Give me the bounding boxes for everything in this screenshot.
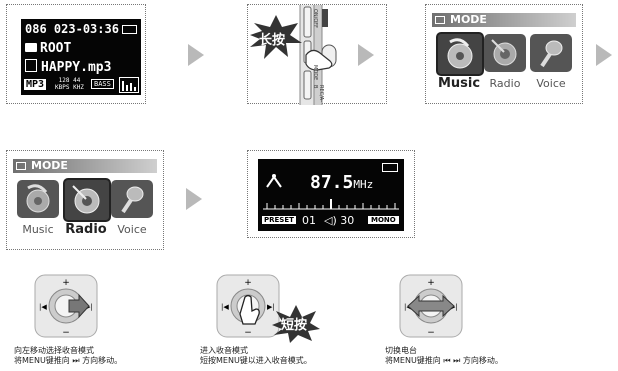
radio-lcd: 87.5MHz PRESET 01 ◁) 30 MONO: [258, 159, 404, 231]
mode-title: MODE: [31, 159, 68, 172]
joystick-push-right: + − |◀ ▶|: [34, 274, 98, 338]
radio-icon: [491, 39, 517, 66]
flow-arrow: [596, 44, 612, 66]
folder-name: ROOT: [40, 41, 72, 56]
voice-tile[interactable]: [111, 180, 153, 218]
mode-screen-radio: MODE Music Radio Voice: [13, 159, 157, 243]
svg-text:+: +: [244, 278, 252, 288]
svg-text:▶|: ▶|: [85, 303, 93, 311]
radio-icon: [72, 185, 100, 214]
bass-badge: BASS: [91, 79, 114, 89]
music-tile[interactable]: [436, 32, 484, 76]
frequency-unit: MHz: [353, 178, 374, 191]
mode-screen-music: MODE Music Radio Voice: [432, 13, 576, 97]
mode-title: MODE: [450, 13, 487, 26]
microphone-icon: [540, 40, 563, 68]
battery-icon: [122, 25, 137, 34]
mode-label-voice: Voice: [117, 223, 147, 236]
side-label-mode: MODE: [312, 65, 318, 81]
mode-screen-radio-panel: MODE Music Radio Voice: [6, 150, 164, 250]
time-display: 023-03:36: [53, 22, 119, 36]
format-badge: MP3: [24, 79, 47, 90]
long-press-label: 长按: [259, 33, 286, 48]
svg-text:−: −: [62, 328, 70, 338]
bitrate-info: 128 44 KBPS KHZ: [55, 77, 84, 91]
track-number: 086: [25, 22, 47, 36]
volume-display: ◁) 30: [324, 214, 355, 227]
battery-icon: [382, 163, 398, 172]
microphone-icon: [121, 186, 144, 214]
mode-label-music: Music: [22, 223, 54, 236]
folder-icon: [25, 43, 37, 52]
antenna-icon: [266, 174, 282, 188]
side-label-power: ON/OFF: [312, 9, 318, 29]
preset-badge: PRESET: [262, 216, 296, 224]
caption-select-radio: 向左移动选择收音模式 将MENU键推向 ⏭ 方向移动。: [14, 346, 123, 365]
device-side-illustration: [250, 5, 337, 105]
svg-text:|◀: |◀: [404, 303, 412, 311]
svg-text:▶|: ▶|: [267, 303, 275, 311]
radio-screen-panel: 87.5MHz PRESET 01 ◁) 30 MONO: [247, 150, 415, 238]
side-label-rec: REC/A-B: [312, 85, 324, 102]
joystick-press: + − |◀ ▶|: [216, 274, 280, 338]
svg-text:−: −: [244, 328, 252, 338]
flow-arrow: [186, 188, 202, 210]
radio-tile[interactable]: [484, 34, 526, 72]
equalizer-icon: [119, 77, 139, 93]
file-icon: [25, 59, 37, 72]
mode-title-bar: MODE: [432, 13, 576, 27]
joystick-push-left-right: + − |◀ ▶|: [399, 274, 463, 338]
music-screen-panel: 086 023-03:36 ROOT HAPPY.mp3 MP3 128 44 …: [6, 4, 146, 104]
speaker-icon: ◁): [324, 214, 337, 227]
mode-screen-music-panel: MODE Music Radio Voice: [425, 4, 583, 104]
mode-icon: [16, 162, 26, 170]
file-name: HAPPY.mp3: [41, 60, 112, 75]
tuning-scale: [263, 199, 399, 210]
caption-switch-station: 切换电台 将MENU键推向 ⏮ ⏭ 方向移动。: [385, 346, 503, 365]
mode-label-voice: Voice: [536, 77, 566, 90]
svg-text:|◀: |◀: [39, 303, 47, 311]
short-press-label: 短按: [281, 318, 308, 333]
svg-text:|◀: |◀: [221, 303, 229, 311]
preset-number: 01: [302, 214, 316, 227]
mode-label-radio: Radio: [65, 222, 107, 237]
frequency-display: 87.5MHz: [310, 172, 374, 193]
radio-tile[interactable]: [63, 178, 111, 222]
flow-arrow: [358, 44, 374, 66]
music-lcd: 086 023-03:36 ROOT HAPPY.mp3 MP3 128 44 …: [21, 19, 141, 95]
mono-badge: MONO: [368, 216, 399, 224]
caption-enter-radio: 进入收音模式 短按MENU键以进入收音模式。: [200, 346, 312, 365]
voice-tile[interactable]: [530, 34, 572, 72]
mode-title-bar: MODE: [13, 159, 157, 173]
svg-text:▶|: ▶|: [450, 303, 458, 311]
mode-icon: [435, 16, 445, 24]
svg-text:−: −: [427, 328, 435, 338]
press-burst: [272, 305, 320, 343]
music-icon: [447, 38, 473, 69]
flow-arrow: [188, 44, 204, 66]
mode-label-music: Music: [437, 76, 481, 91]
svg-text:+: +: [62, 278, 70, 288]
svg-text:+: +: [427, 278, 435, 288]
music-tile[interactable]: [17, 180, 59, 218]
mode-label-radio: Radio: [489, 77, 521, 90]
music-icon: [26, 184, 50, 213]
